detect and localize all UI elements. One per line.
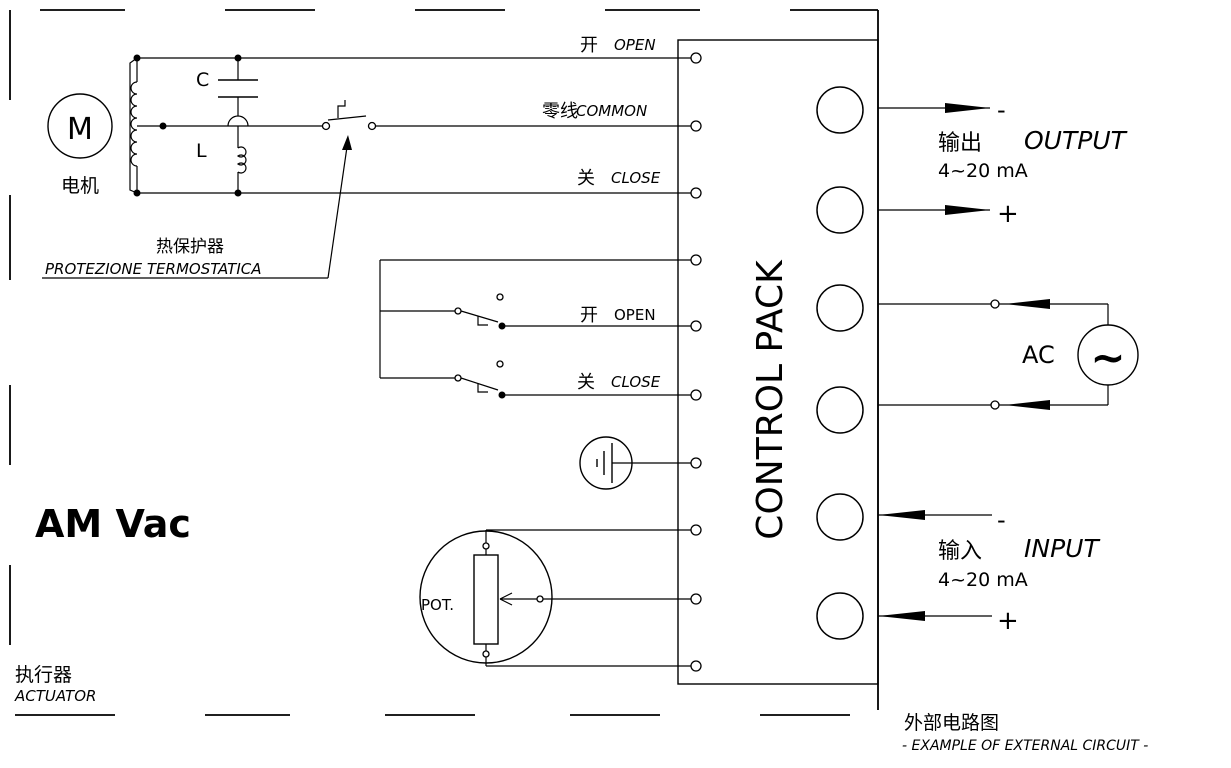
motor-symbol-circle [47,93,113,159]
input-wiring [878,510,992,621]
close-cn: 关 [577,168,595,189]
input-en: INPUT [1024,534,1100,563]
external-en: - EXAMPLE OF EXTERNAL CIRCUIT - [902,738,1148,754]
inductor: L [196,126,247,197]
potentiometer: POT. [419,529,692,667]
motor-winding [129,54,167,197]
control-pack: CONTROL PACK [677,39,879,685]
motor: M 电机 [47,93,113,197]
open2-cn: 开 [580,305,598,326]
external-cn: 外部电路图 [904,712,999,734]
output-wiring [878,103,990,215]
capacitor: C [196,54,258,127]
pot-label: POT. [421,596,454,614]
inductor-label: L [196,140,207,162]
close-en: CLOSE [611,169,661,187]
external-connectors [816,86,864,640]
limit-switches [379,259,692,399]
control-pack-label: CONTROL PACK [750,259,791,540]
motor-symbol: M [67,112,93,147]
motor-label: 电机 [61,175,99,197]
capacitor-label: C [196,69,209,91]
ac-label: AC [1022,341,1055,369]
actuator-cn: 执行器 [15,664,72,686]
ground-symbol [579,436,692,490]
input-plus: + [997,606,1019,636]
common-en: COMMON [576,102,647,120]
ac-symbol: ~ [1090,333,1125,382]
wire-labels: 开 OPEN 零线 COMMON 关 CLOSE 开 OPEN 关 CLOSE [542,35,661,393]
output-minus: - [997,96,1006,124]
input-cn: 输入 [938,539,982,564]
model-label: AM Vac [35,502,191,546]
open-en: OPEN [614,36,656,54]
actuator-en: ACTUATOR [14,687,96,705]
common-cn: 零线 [542,101,578,122]
input-range: 4~20 mA [938,569,1028,591]
open2-en: OPEN [614,306,656,324]
input-minus: - [997,506,1006,534]
open-cn: 开 [580,35,598,56]
output-range: 4~20 mA [938,160,1028,182]
close2-cn: 关 [577,372,595,393]
thermal-protector-it: PROTEZIONE TERMOSTATICA [45,260,262,278]
thermal-switch [42,100,377,279]
thermal-protector-cn: 热保护器 [156,237,224,257]
output-en: OUTPUT [1024,126,1128,155]
ac-source [878,299,1139,410]
output-cn: 输出 [938,131,982,156]
close2-en: CLOSE [611,373,661,391]
control-pack-terminals [690,52,702,672]
output-plus: + [997,199,1019,229]
